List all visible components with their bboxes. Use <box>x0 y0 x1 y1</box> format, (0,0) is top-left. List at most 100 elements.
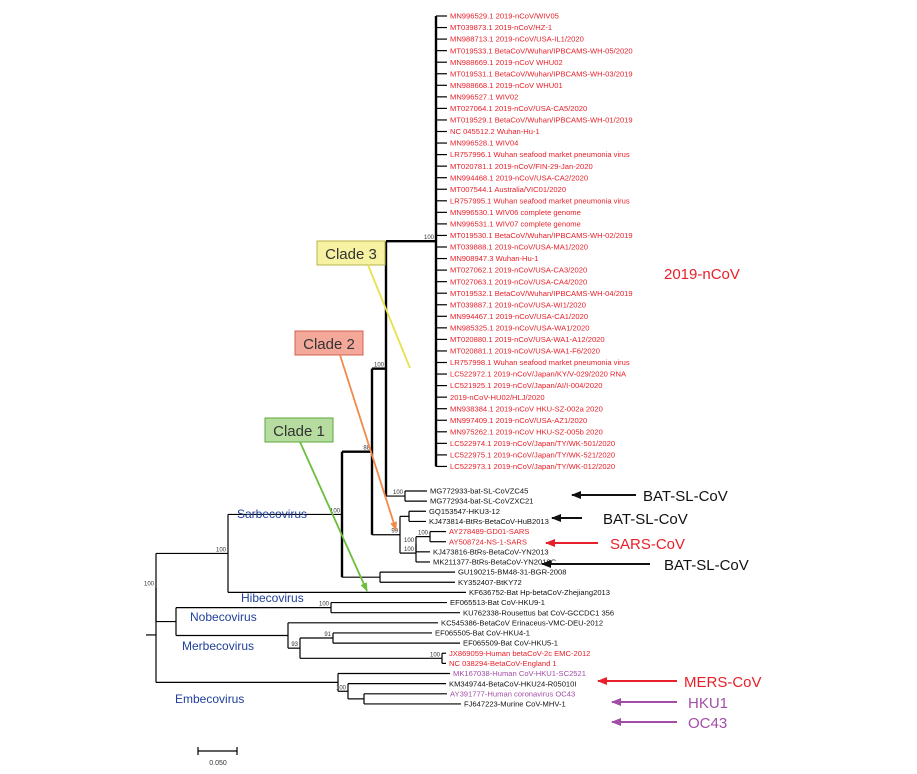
leaf-label: JX869059-Human betaCoV-2c EMC-2012 <box>449 649 590 658</box>
annotation-hku1: HKU1 <box>688 695 728 712</box>
leaf-label: LR757996.1 Wuhan seafood market pneumoni… <box>450 150 630 159</box>
leaf-label: MT027062.1 2019-nCoV/USA-CA3/2020 <box>450 266 587 275</box>
leaf-label: MN994468.1 2019-nCoV/USA-CA2/2020 <box>450 173 588 182</box>
bootstrap-value: 100 <box>418 531 429 537</box>
leaf-label: EF065509-Bat CoV-HKU5-1 <box>463 639 558 648</box>
leaf-label: MN938384.1 2019-nCoV HKU-SZ-002a 2020 <box>450 404 603 413</box>
leaf-label: LR757995.1 Wuhan seafood market pneumoni… <box>450 196 630 205</box>
leaf-label: MT027063.1 2019-nCoV/USA-CA4/2020 <box>450 277 587 286</box>
leaf-label: EF065505-Bat CoV-HKU4-1 <box>435 629 530 638</box>
bootstrap-value: 100 <box>216 547 227 553</box>
leaf-label: MN996529.1 2019-nCoV/WIV05 <box>450 12 559 21</box>
leaf-label: FJ647223-Murine CoV-MHV-1 <box>464 700 566 709</box>
clade-2-arrow <box>339 354 397 531</box>
leaf-label: MT039887.1 2019-nCoV/USA-WI1/2020 <box>450 300 586 309</box>
leaf-label: NC 045512.2 Wuhan-Hu-1 <box>450 127 540 136</box>
leaf-label: MN997409.1 2019-nCoV/USA-AZ1/2020 <box>450 416 587 425</box>
scale-bar: 0.050 <box>197 747 238 767</box>
leaf-label: MK211377-BtRs-BetaCoV-YN2018C <box>433 558 557 567</box>
leaf-label: LC522975.1 2019-nCoV/Japan/TY/WK-521/202… <box>450 451 615 460</box>
leaf-label: MT007544.1 Australia/VIC01/2020 <box>450 185 566 194</box>
leaf-label: KF636752-Bat Hp-betaCoV-Zhejiang2013 <box>469 588 610 597</box>
leaf-label: MN988669.1 2019-nCoV WHU02 <box>450 58 563 67</box>
leaf-label: AY278489-GD01-SARS <box>449 527 529 536</box>
leaf-label: NC 038294-BetaCoV-England 1 <box>449 659 557 668</box>
annotation-bat-sl-cov-1: BAT-SL-CoV <box>643 488 728 505</box>
group-label-embecovirus: Embecovirus <box>175 692 244 706</box>
bootstrap-value: 100 <box>430 652 441 658</box>
bootstrap-value: 100 <box>424 235 435 241</box>
leaf-label: KM349744-BetaCoV-HKU24-R05010I <box>449 679 576 688</box>
leaf-label: MT020781.1 2019-nCoV/FIN-29-Jan-2020 <box>450 162 593 171</box>
clade-3-arrow <box>367 264 411 369</box>
leaf-label: MN994467.1 2019-nCoV/USA-CA1/2020 <box>450 312 588 321</box>
leaf-label: MN975262.1 2019-nCoV HKU-SZ-005b 2020 <box>450 427 603 436</box>
leaf-label: MT019533.1 BetaCoV/Wuhan/IPBCAMS-WH-05/2… <box>450 46 633 55</box>
leaf-label: MN996527.1 WIV02 <box>450 92 518 101</box>
group-label-nobecovirus: Nobecovirus <box>190 610 257 624</box>
leaf-label: MN988713.1 2019-nCoV/USA-IL1/2020 <box>450 35 584 44</box>
leaf-label: LC521925.1 2019-nCoV/Japan/AI/I-004/2020 <box>450 381 602 390</box>
leaf-label: MT020880.1 2019-nCoV/USA-WA1-A12/2020 <box>450 335 605 344</box>
leaf-label: MT027064.1 2019-nCoV/USA-CA5/2020 <box>450 104 587 113</box>
bootstrap-value: 100 <box>319 602 330 608</box>
clade-3-box: Clade 3 <box>316 240 386 266</box>
tree-branches <box>146 15 466 705</box>
leaf-label: KJ473814-BtRs-BetaCoV-HuB2013 <box>429 517 549 526</box>
leaf-label: MG772934-bat-SL-CoVZXC21 <box>430 497 533 506</box>
leaf-label: AY391777-Human coronavirus OC43 <box>450 689 575 698</box>
leaf-label: MN996531.1 WIV07 complete genome <box>450 220 581 229</box>
bootstrap-value: 91 <box>324 632 331 638</box>
leaf-label: MT019529.1 BetaCoV/Wuhan/IPBCAMS-WH-01/2… <box>450 116 633 125</box>
clade-2-box: Clade 2 <box>294 330 364 356</box>
bootstrap-values: 1001001008899100100100100100100100919310… <box>144 235 441 691</box>
group-label-sarbecovirus: Sarbecovirus <box>237 507 307 521</box>
leaf-label: MT039873.1 2019-nCoV/HZ-1 <box>450 23 552 32</box>
leaf-label: LR757998.1 Wuhan seafood market pneumoni… <box>450 358 630 367</box>
bootstrap-value: 100 <box>144 581 155 587</box>
leaf-label: GU190215-BM48-31-BGR-2008 <box>458 568 566 577</box>
bootstrap-value: 100 <box>330 508 341 514</box>
annotation-bat-sl-cov-2: BAT-SL-CoV <box>603 511 688 528</box>
annotation-mers-cov: MERS-CoV <box>684 674 762 691</box>
group-label-hibecovirus: Hibecovirus <box>241 591 304 605</box>
leaf-label: LC522974.1 2019-nCoV/Japan/TY/WK-501/202… <box>450 439 615 448</box>
leaf-label: MT020881.1 2019-nCoV/USA-WA1-F6/2020 <box>450 347 600 356</box>
clade-1-arrow <box>299 441 368 592</box>
leaf-label: AY508724-NS-1-SARS <box>449 537 527 546</box>
leaf-label: MN988668.1 2019-nCoV WHU01 <box>450 81 563 90</box>
leaf-label: KU762338-Rousettus bat CoV-GCCDC1 356 <box>463 608 614 617</box>
leaf-label: GQ153547-HKU3-12 <box>429 507 500 516</box>
bootstrap-value: 100 <box>404 547 415 553</box>
leaf-label: KC545386-BetaCoV Erinaceus-VMC-DEU-2012 <box>441 618 603 627</box>
bootstrap-value: 100 <box>404 538 415 544</box>
leaf-label: MT039888.1 2019-nCoV/USA-MA1/2020 <box>450 243 588 252</box>
leaf-label: LC522973.1 2019-nCoV/Japan/TY/WK-012/202… <box>450 462 615 471</box>
bootstrap-value: 99 <box>391 529 398 535</box>
leaf-label: LC522972.1 2019-nCoV/Japan/KY/V-029/2020… <box>450 370 627 379</box>
leaf-label: EF065513-Bat CoV-HKU9-1 <box>450 598 545 607</box>
leaf-label: MT019531.1 BetaCoV/Wuhan/IPBCAMS-WH-03/2… <box>450 69 633 78</box>
leaf-label: KY352407-BtKY72 <box>458 578 522 587</box>
clade-1-label: Clade 1 <box>273 423 325 440</box>
bootstrap-value: 100 <box>393 490 404 496</box>
bootstrap-value: 100 <box>374 363 385 369</box>
group-label-merbecovirus: Merbecovirus <box>182 639 254 653</box>
leaf-label: MN996528.1 WIV04 <box>450 139 518 148</box>
leaf-label: MT019532.1 BetaCoV/Wuhan/IPBCAMS-WH-04/2… <box>450 289 633 298</box>
annotation-sars-cov: SARS-CoV <box>610 536 685 553</box>
bootstrap-value: 88 <box>363 446 370 452</box>
annotation-oc43: OC43 <box>688 715 727 732</box>
clade-2-label: Clade 2 <box>303 336 355 353</box>
bootstrap-value: 93 <box>291 642 298 648</box>
leaf-label: MN996530.1 WIV06 complete genome <box>450 208 581 217</box>
leaf-label: MG772933-bat-SL-CoVZC45 <box>430 487 528 496</box>
annotation-bat-sl-cov-3: BAT-SL-CoV <box>664 557 749 574</box>
leaf-label: MN985325.1 2019-nCoV/USA-WA1/2020 <box>450 323 589 332</box>
scale-bar-label: 0.050 <box>209 760 227 767</box>
annotation-2019-ncov: 2019-nCoV <box>664 266 740 283</box>
leaf-label: MK167038-Human CoV-HKU1-SC2521 <box>453 669 586 678</box>
leaf-label: MT019530.1 BetaCoV/Wuhan/IPBCAMS-WH-02/2… <box>450 231 633 240</box>
